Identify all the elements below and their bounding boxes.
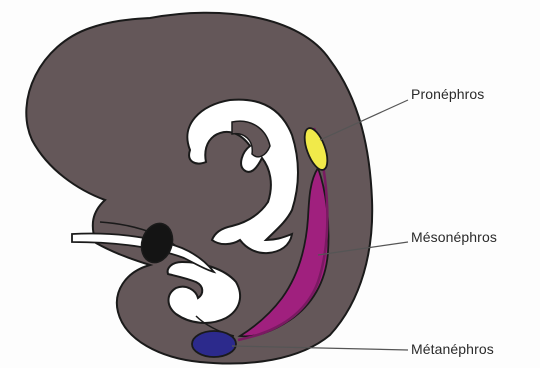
label-pronephros: Pronéphros [411, 86, 484, 102]
label-mesonephros: Mésonéphros [411, 229, 497, 245]
metanephros [192, 331, 236, 357]
label-metanephros: Métanéphros [411, 341, 494, 357]
